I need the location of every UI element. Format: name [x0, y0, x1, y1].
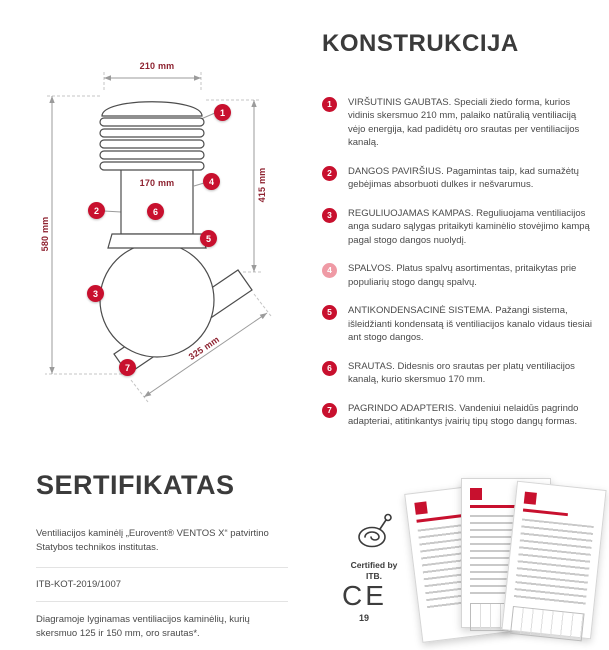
feature-title: DANGOS PAVIRŠIUS.: [348, 165, 444, 177]
certificate-title-bar: [470, 505, 515, 508]
feature-item-3: 3 REGULIUOJAMAS KAMPAS. Reguliuojama ven…: [322, 207, 598, 247]
sertifikatas-section: SERTIFIKATAS Ventiliacijos kaminėlį „Eur…: [36, 470, 306, 641]
feature-item-1: 1 VIRŠUTINIS GAUBTAS. Speciali žiedo for…: [322, 96, 598, 150]
certificate-code: ITB-KOT-2019/1007: [36, 578, 122, 590]
diagram-marker-1: 1: [214, 104, 231, 121]
diagram-marker-7: 7: [119, 359, 136, 376]
diagram-marker-6: 6: [147, 203, 164, 220]
section-title-sertifikatas: SERTIFIKATAS: [36, 470, 235, 500]
ce-mark: CE: [342, 580, 387, 611]
product-diagram: 210 mm 170 mm 415 mm 580 mm 325 mm 1 2 3…: [0, 0, 320, 470]
feature-title: REGULIUOJAMAS KAMPAS.: [348, 207, 474, 219]
feature-text: REGULIUOJAMAS KAMPAS. Reguliuojama venti…: [348, 207, 594, 247]
dimension-inner-width: 170 mm: [139, 178, 175, 188]
vent-pipe: [120, 165, 194, 235]
itb-stamp-block: Certified by ITB.: [342, 510, 406, 583]
diagram-marker-5: 5: [200, 230, 217, 247]
divider: [36, 566, 288, 568]
feature-text: SPALVOS. Platus spalvų asortimentas, pri…: [348, 262, 594, 289]
certificate-stack: [404, 476, 608, 648]
vent-bulb: [99, 242, 215, 358]
feature-text: DANGOS PAVIRŠIUS. Pagamintas taip, kad s…: [348, 165, 594, 192]
feature-title: SRAUTAS.: [348, 360, 395, 372]
vent-cap-louver: [99, 139, 205, 149]
feature-text: ANTIKONDENSACINĖ SISTEMA. Pažangi sistem…: [348, 304, 594, 344]
vent-body: [99, 101, 253, 375]
feature-title: PAGRINDO ADAPTERIS.: [348, 402, 457, 414]
certificate-table: [510, 605, 585, 642]
diagram-linework: [45, 72, 272, 403]
diagram-marker-3: 3: [87, 285, 104, 302]
certificate-page-3: [501, 480, 607, 642]
feature-description: Reguliuojama ventiliacijos anga sudaro s…: [348, 207, 590, 246]
feature-title: VIRŠUTINIS GAUBTAS.: [348, 97, 452, 108]
certificate-paragraph: Ventiliacijos kaminėlį „Eurovent® VENTOS…: [36, 528, 269, 554]
vent-cap-louver: [99, 161, 205, 171]
certificate-logo: [523, 491, 537, 505]
feature-item-6: 6 SRAUTAS. Didesnis oro srautas per plat…: [322, 360, 598, 387]
certificate-logo: [414, 501, 428, 515]
feature-number-badge: 3: [322, 207, 337, 223]
certificate-title-bar: [416, 514, 462, 523]
feature-number-badge: 7: [322, 402, 337, 418]
feature-description: Vandeniui nelaidūs pagrindo adapteriai, …: [348, 402, 579, 428]
feature-text: PAGRINDO ADAPTERIS. Vandeniui nelaidūs p…: [348, 402, 594, 429]
feature-text: VIRŠUTINIS GAUBTAS. Speciali žiedo forma…: [348, 96, 594, 150]
feature-number-badge: 4: [322, 263, 337, 279]
stamp-icon: [358, 513, 392, 548]
feature-item-7: 7 PAGRINDO ADAPTERIS. Vandeniui nelaidūs…: [322, 402, 598, 429]
certificate-logo: [470, 488, 482, 500]
dimension-right-height: 415 mm: [257, 167, 267, 203]
feature-number-badge: 5: [322, 305, 337, 321]
ce-year: 19: [358, 613, 369, 623]
feature-number-badge: 2: [322, 165, 337, 181]
feature-item-2: 2 DANGOS PAVIRŠIUS. Pagamintas taip, kad…: [322, 165, 598, 192]
feature-description: Pagamintas taip, kad sumažėtų gebėjimas …: [348, 165, 579, 191]
feature-description: Speciali žiedo forma, kurios vidinis ske…: [348, 97, 580, 149]
vent-collar: [107, 233, 207, 249]
feature-item-4: 4 SPALVOS. Platus spalvų asortimentas, p…: [322, 262, 598, 289]
feature-item-5: 5 ANTIKONDENSACINĖ SISTEMA. Pažangi sist…: [322, 304, 598, 344]
vent-cap-louver: [99, 128, 205, 138]
konstrukcija-section: KONSTRUKCIJA 1 VIRŠUTINIS GAUBTAS. Speci…: [322, 30, 598, 444]
certificate-text-lines: [513, 518, 594, 608]
comparison-note: Diagramoje lyginamas ventiliacijos kamin…: [36, 613, 250, 639]
feature-description: Pažangi sistema, išleidžianti kondensatą…: [348, 305, 592, 344]
dimension-top-width: 210 mm: [139, 61, 175, 71]
feature-number-badge: 6: [322, 360, 337, 376]
feature-number-badge: 1: [322, 97, 337, 112]
feature-title: ANTIKONDENSACINĖ SISTEMA.: [348, 305, 493, 317]
dimension-left-height: 580 mm: [40, 216, 50, 252]
certificate-title-bar: [522, 508, 568, 517]
divider: [36, 600, 288, 602]
certified-by-line2: ITB.: [365, 571, 383, 582]
certified-by-line1: Certified by: [350, 560, 398, 570]
feature-description: Didesnis oro srautas per platų ventiliac…: [348, 360, 575, 386]
diagram-marker-2: 2: [88, 202, 105, 219]
certified-by-label: Certified by ITB.: [342, 560, 406, 583]
section-title-konstrukcija: KONSTRUKCIJA: [322, 30, 519, 57]
diagram-marker-4: 4: [203, 173, 220, 190]
feature-description: Platus spalvų asortimentas, pritaikytas …: [348, 263, 577, 288]
feature-title: SPALVOS.: [348, 263, 394, 275]
feature-text: SRAUTAS. Didesnis oro srautas per platų …: [348, 360, 594, 387]
vent-cap-louver: [99, 150, 205, 160]
vent-cap-louver: [99, 117, 205, 127]
vent-cap-dome: [101, 101, 203, 117]
ce-mark-block: CE 19: [342, 580, 386, 623]
